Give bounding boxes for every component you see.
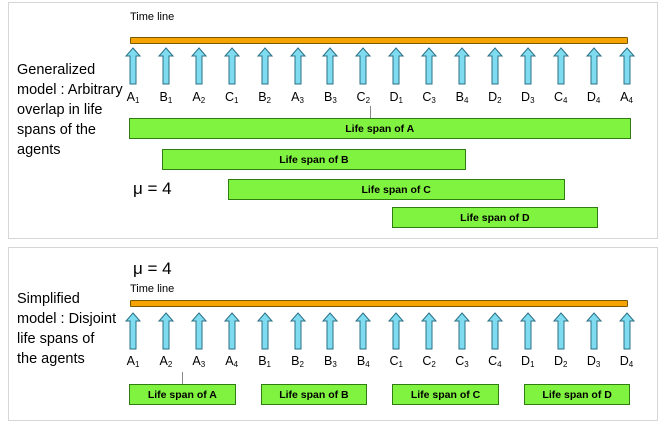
simplified-model-description: Simplified model : Disjoint life spans of t… <box>17 289 116 369</box>
timeline-event-label: B3 <box>323 90 337 105</box>
up-arrow-icon <box>157 312 174 350</box>
timeline-event-label: B3 <box>323 354 337 369</box>
timeline-event-label: C3 <box>455 354 469 369</box>
timeline-title: Time line <box>130 11 175 23</box>
timeline-event-label: A4 <box>225 354 239 369</box>
up-arrow-icon <box>289 47 306 85</box>
timeline-event-label: B1 <box>159 90 173 105</box>
timeline-event-label: B4 <box>455 90 469 105</box>
up-arrow-icon <box>223 312 240 350</box>
up-arrow-icon <box>157 47 174 85</box>
timeline-event-label: D2 <box>553 354 568 369</box>
timeline-event-label: A3 <box>291 90 304 105</box>
life-span-bar: Life span of B <box>161 149 466 170</box>
timeline-bar <box>130 300 628 307</box>
timeline-event-label: D2 <box>488 90 502 105</box>
timeline-event-label: A1 <box>126 354 140 369</box>
up-arrow-icon <box>223 47 240 85</box>
life-span-bar: Life span of A <box>129 118 631 139</box>
life-span-bar: Life span of B <box>260 384 368 405</box>
timeline-event-label: C1 <box>389 354 403 369</box>
up-arrow-icon <box>421 47 438 85</box>
up-arrow-icon <box>388 47 405 85</box>
up-arrow-icon <box>322 47 339 85</box>
up-arrow-icon <box>355 312 372 350</box>
timeline-event-label: B2 <box>258 90 271 105</box>
timeline-bar <box>130 37 628 44</box>
description-line: Simplified <box>17 291 80 307</box>
up-arrow-icon <box>421 312 438 350</box>
up-arrow-icon <box>486 47 503 85</box>
description-line: Generalized <box>17 62 96 78</box>
up-arrow-icon <box>552 312 569 350</box>
general-model-description: Generalized model : Arbitrary overlap in l… <box>17 60 123 160</box>
up-arrow-icon <box>388 312 405 350</box>
timeline-event-label: A3 <box>192 354 206 369</box>
timeline-event-label: C3 <box>422 90 436 105</box>
timeline-event-label: B2 <box>291 354 304 369</box>
timeline-event-label: D1 <box>389 90 403 105</box>
timeline-event-label: D3 <box>586 354 601 369</box>
up-arrow-icon <box>552 47 569 85</box>
timeline-event-label: D1 <box>521 354 535 369</box>
up-arrow-icon <box>125 47 141 85</box>
timeline-event-label: A2 <box>192 90 206 105</box>
up-arrow-icon <box>585 312 602 350</box>
description-line: life spans of <box>17 331 95 347</box>
life-span-bar: Life span of C <box>227 179 565 200</box>
up-arrow-icon <box>190 312 207 350</box>
up-arrow-icon <box>486 312 503 350</box>
timeline-event-label: D3 <box>521 90 535 105</box>
up-arrow-icon <box>519 47 536 85</box>
timeline-event-label: C4 <box>553 90 568 105</box>
up-arrow-icon <box>454 47 470 85</box>
description-line: overlap in life <box>17 102 103 118</box>
timeline-event-label: D4 <box>619 354 634 369</box>
timeline-event-label: C2 <box>356 90 371 105</box>
up-arrow-icon <box>618 47 635 85</box>
up-arrow-icon <box>256 312 273 350</box>
timeline-event-label: C1 <box>224 90 239 105</box>
up-arrow-icon <box>125 312 141 350</box>
description-line: agents <box>17 142 61 158</box>
connector-tick <box>369 106 371 118</box>
timeline-event-label: A4 <box>620 90 633 105</box>
up-arrow-icon <box>256 47 273 85</box>
timeline-event-label: A1 <box>126 90 140 105</box>
mu-label: μ = 4 <box>133 179 172 198</box>
description-line: model : Arbitrary <box>17 82 123 98</box>
timeline-event-label: C4 <box>488 354 502 369</box>
life-span-bar: Life span of D <box>523 384 631 405</box>
up-arrow-icon <box>190 47 207 85</box>
description-line: spans of the <box>17 122 96 138</box>
life-span-bar: Life span of D <box>392 207 598 228</box>
connector-tick <box>182 372 184 384</box>
up-arrow-icon <box>618 312 635 350</box>
description-line: the agents <box>17 351 85 367</box>
up-arrow-icon <box>585 47 602 85</box>
up-arrow-icon <box>322 312 339 350</box>
up-arrow-icon <box>355 47 372 85</box>
life-span-bar: Life span of A <box>129 384 236 405</box>
description-line: model : Disjoint <box>17 311 117 327</box>
timeline-title: Time line <box>130 283 175 295</box>
life-span-bar: Life span of C <box>392 384 499 405</box>
timeline-event-label: D4 <box>586 90 601 105</box>
mu-label: μ = 4 <box>133 259 172 278</box>
timeline-event-label: B1 <box>258 354 271 369</box>
up-arrow-icon <box>519 312 536 350</box>
up-arrow-icon <box>289 312 306 350</box>
up-arrow-icon <box>454 312 470 350</box>
timeline-event-label: B4 <box>356 354 370 369</box>
timeline-event-label: A2 <box>159 354 173 369</box>
timeline-event-label: C2 <box>422 354 436 369</box>
